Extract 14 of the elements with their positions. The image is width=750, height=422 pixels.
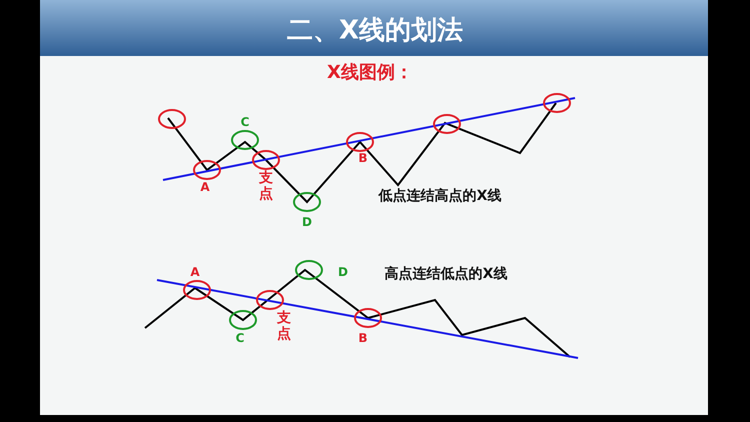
point-letter: D — [302, 215, 312, 229]
point-letter: B — [358, 331, 368, 345]
point-letter: D — [338, 265, 348, 279]
point-letter: C — [236, 331, 244, 345]
line-caption: 低点连结高点的X线 — [378, 187, 502, 205]
subtitle: X线图例： — [327, 61, 413, 84]
pivot-label: 支点 — [259, 170, 273, 202]
slide-title: 二、X线的划法 — [286, 14, 464, 48]
point-letter: C — [240, 115, 250, 129]
point-letter: A — [200, 180, 210, 194]
pivot-label: 支点 — [277, 310, 291, 342]
point-letter: A — [190, 265, 200, 279]
line-caption: 高点连结低点的X线 — [384, 265, 508, 283]
point-letter: B — [358, 151, 368, 165]
